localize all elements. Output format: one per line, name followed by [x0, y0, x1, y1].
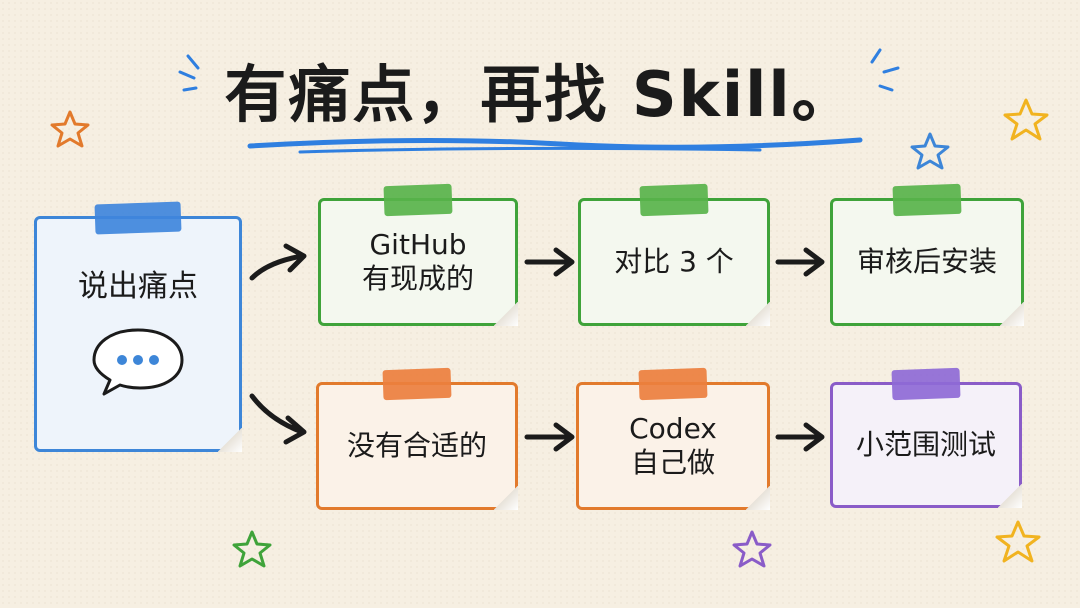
note-install: 审核后安装 [830, 183, 1024, 326]
arrow-github-to-compare [524, 247, 575, 277]
star-yellow-small-icon [995, 520, 1041, 563]
page-title: 有痛点，再找 Skill。 [224, 58, 856, 131]
tape [891, 367, 961, 401]
arrow-none-to-codex [524, 422, 575, 452]
spark-left [178, 54, 200, 92]
note-line: 审核后安装 [856, 245, 997, 278]
note-start: 说出痛点 [34, 201, 242, 452]
folded-corner [494, 486, 518, 510]
start-label: 说出痛点 [78, 269, 198, 304]
arrow-compare-to-install [775, 247, 825, 277]
tape [639, 183, 709, 217]
note-line: 小范围测试 [855, 428, 996, 461]
tape [94, 201, 182, 235]
note-compare: 对比 3 个 [578, 183, 770, 326]
note-line: GitHub [369, 228, 467, 261]
note-line: 没有合适的 [346, 429, 487, 462]
note-codex: Codex 自己做 [576, 367, 770, 510]
star-orange-icon [50, 110, 90, 148]
star-green-icon [232, 530, 272, 568]
arrow-codex-to-test [775, 422, 825, 452]
star-blue-icon [910, 132, 950, 170]
folded-corner [218, 428, 242, 452]
note-line: 有现成的 [361, 262, 474, 295]
tape [892, 183, 962, 217]
star-yellow-icon [1003, 98, 1049, 141]
folded-corner [998, 484, 1022, 508]
note-github: GitHub 有现成的 [318, 183, 518, 326]
folded-corner [494, 302, 518, 326]
note-test: 小范围测试 [830, 367, 1022, 508]
speech-bubble-icon [92, 328, 184, 396]
note-no-match: 没有合适的 [316, 367, 518, 510]
note-line: 自己做 [630, 446, 715, 479]
tape [383, 183, 453, 217]
spark-right [870, 48, 900, 92]
arrow-start-to-github [249, 243, 307, 281]
arrow-start-to-none [249, 393, 307, 445]
folded-corner [746, 302, 770, 326]
note-line: Codex [629, 412, 717, 445]
folded-corner [1000, 302, 1024, 326]
note-line: 对比 3 个 [614, 245, 734, 278]
folded-corner [746, 486, 770, 510]
tape [382, 367, 452, 401]
title-underline [247, 137, 863, 150]
tape [638, 367, 708, 401]
star-purple-icon [732, 530, 772, 568]
